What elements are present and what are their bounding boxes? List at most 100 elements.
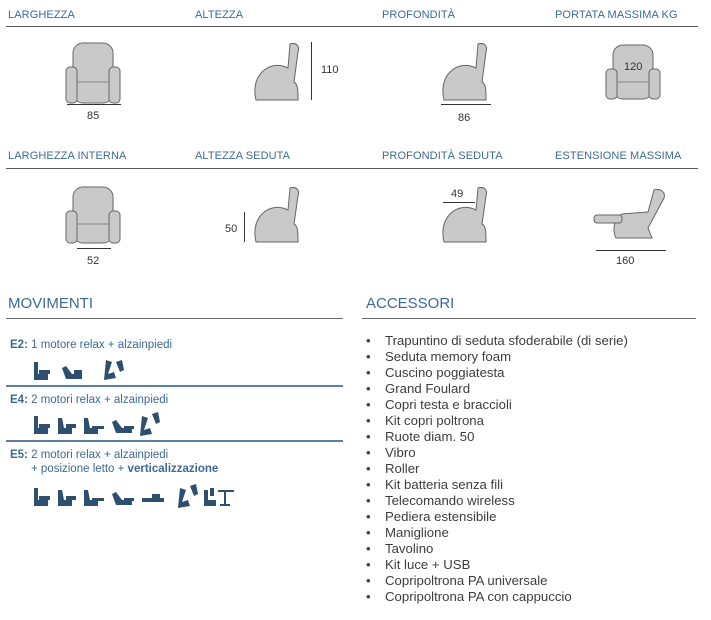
label-larghezza: LARGHEZZA <box>8 9 75 21</box>
accessori-item: • Roller <box>366 461 628 477</box>
accessori-item-label: Trapuntino di seduta sfoderabile (di ser… <box>385 333 628 348</box>
accessori-item-label: Vibro <box>385 445 416 460</box>
accessori-item-label: Roller <box>385 461 420 476</box>
accessori-item-label: Cuscino poggiatesta <box>385 365 505 380</box>
accessori-item-label: Pediera estensibile <box>385 509 497 524</box>
value-larghezza: 85 <box>87 110 100 122</box>
accessori-item: • Vibro <box>366 445 628 461</box>
accessori-item: • Maniglione <box>366 525 628 541</box>
height-measure-line <box>311 42 312 100</box>
bullet: • <box>366 557 371 572</box>
bullet: • <box>366 525 371 540</box>
seat-height-measure-line <box>244 212 245 242</box>
movimento-e2-text: 1 motore relax + alzainpiedi <box>31 339 173 351</box>
accessori-item-label: Kit batteria senza fili <box>385 477 504 492</box>
chair-side-icon <box>254 43 299 101</box>
label-altezza-seduta: ALTEZZA SEDUTA <box>195 150 291 162</box>
e4-positions-icon <box>34 412 160 436</box>
accessori-item-label: Maniglione <box>385 525 449 540</box>
chair-seat-height-icon <box>254 187 299 243</box>
accessori-list: • Trapuntino di seduta sfoderabile (di se… <box>366 333 628 605</box>
e4-divider <box>6 440 343 442</box>
accessori-item-label: Tavolino <box>385 541 434 556</box>
bullet: • <box>366 413 371 428</box>
movimento-e5-code: E5: <box>10 449 28 461</box>
accessori-item-label: Copripoltrona PA con cappuccio <box>385 589 572 604</box>
value-estensione: 160 <box>616 255 635 267</box>
movimento-e4: E4: 2 motori relax + alzainpiedi <box>10 394 168 406</box>
label-larghezza-interna: LARGHEZZA INTERNA <box>8 150 127 162</box>
accessori-item: • Ruote diam. 50 <box>366 429 628 445</box>
inner-width-measure-line <box>77 248 111 249</box>
accessori-item: • Telecomando wireless <box>366 493 628 509</box>
movimento-e5-line2: + posizione letto + verticalizzazione <box>31 463 218 475</box>
bullet: • <box>366 573 371 588</box>
bullet: • <box>366 381 371 396</box>
e2-divider <box>6 385 343 387</box>
bullet: • <box>366 429 371 444</box>
movimento-e4-code: E4: <box>10 394 28 406</box>
accessori-item: •Trapuntino di seduta sfoderabile (di se… <box>366 333 628 349</box>
accessori-item-label: Seduta memory foam <box>385 349 512 364</box>
accessori-item: • Kit luce + USB <box>366 557 628 573</box>
accessori-item-label: Copri testa e braccioli <box>385 397 512 412</box>
movimento-e5-text2: + posizione letto + <box>31 463 128 475</box>
accessori-item: • Seduta memory foam <box>366 349 628 365</box>
label-altezza: ALTEZZA <box>195 9 244 21</box>
bullet: • <box>366 397 371 412</box>
bullet: • <box>366 461 371 476</box>
accessori-item-label: Kit copri poltrona <box>385 413 484 428</box>
value-portata: 120 <box>624 61 643 73</box>
depth-measure-line <box>441 104 491 105</box>
accessori-item: •Grand Foulard <box>366 381 628 397</box>
movimento-e5-text: 2 motori relax + alzainpiedi <box>31 449 169 461</box>
accessori-item-label: Telecomando wireless <box>385 493 515 508</box>
accessori-item: • Copripoltrona PA con cappuccio <box>366 589 628 605</box>
value-altezza: 110 <box>321 64 339 76</box>
bullet: • <box>366 541 371 556</box>
accessori-item: •Copripoltrona PA universale <box>366 573 628 589</box>
chair-extended-icon <box>593 189 665 239</box>
seat-depth-measure-line <box>443 202 475 203</box>
movimenti-title-rule <box>6 318 343 319</box>
width-measure-line <box>67 104 121 105</box>
chair-load-icon <box>605 44 661 100</box>
accessori-item: • Pediera estensibile <box>366 509 628 525</box>
accessori-item: •Cuscino poggiatesta <box>366 365 628 381</box>
accessori-title: ACCESSORI <box>366 295 455 312</box>
bullet: • <box>366 493 371 508</box>
value-profondita: 86 <box>458 112 471 124</box>
movimento-e5: E5: 2 motori relax + alzainpiedi <box>10 449 168 461</box>
label-profondita: PROFONDITÀ <box>382 9 456 21</box>
value-profondita-seduta: 49 <box>451 188 464 200</box>
value-altezza-seduta: 50 <box>225 223 238 235</box>
label-profondita-seduta: PROFONDITÀ SEDUTA <box>382 150 503 162</box>
bullet: • <box>366 509 371 524</box>
bullet: • <box>366 349 371 364</box>
extension-measure-line <box>596 250 666 251</box>
movimento-e2: E2: 1 motore relax + alzainpiedi <box>10 339 172 351</box>
chair-depth-icon <box>442 43 487 101</box>
bullet: • <box>366 589 371 604</box>
accessori-item: • Copri testa e braccioli <box>366 397 628 413</box>
e5-positions-icon <box>34 484 234 508</box>
accessori-title-rule <box>362 318 696 319</box>
accessori-item: • Kit batteria senza fili <box>366 477 628 493</box>
movimento-e2-code: E2: <box>10 339 28 351</box>
movimenti-title: MOVIMENTI <box>8 295 93 312</box>
movimento-e5-verticalizzazione: verticalizzazione <box>127 463 219 475</box>
bullet: • <box>366 477 371 492</box>
chair-front-icon <box>65 42 121 104</box>
chair-inner-width-icon <box>65 186 121 244</box>
row1-divider <box>6 26 698 27</box>
row2-divider <box>6 168 698 169</box>
value-larghezza-interna: 52 <box>87 255 100 267</box>
chair-seat-depth-icon <box>442 187 487 243</box>
e2-positions-icon <box>34 360 124 380</box>
accessori-item-label: Kit luce + USB <box>385 557 471 572</box>
accessori-item: • Tavolino <box>366 541 628 557</box>
accessori-item: • Kit copri poltrona <box>366 413 628 429</box>
bullet: • <box>366 445 371 460</box>
accessori-item-label: Ruote diam. 50 <box>385 429 475 444</box>
label-portata-massima: PORTATA MASSIMA KG <box>555 9 678 21</box>
